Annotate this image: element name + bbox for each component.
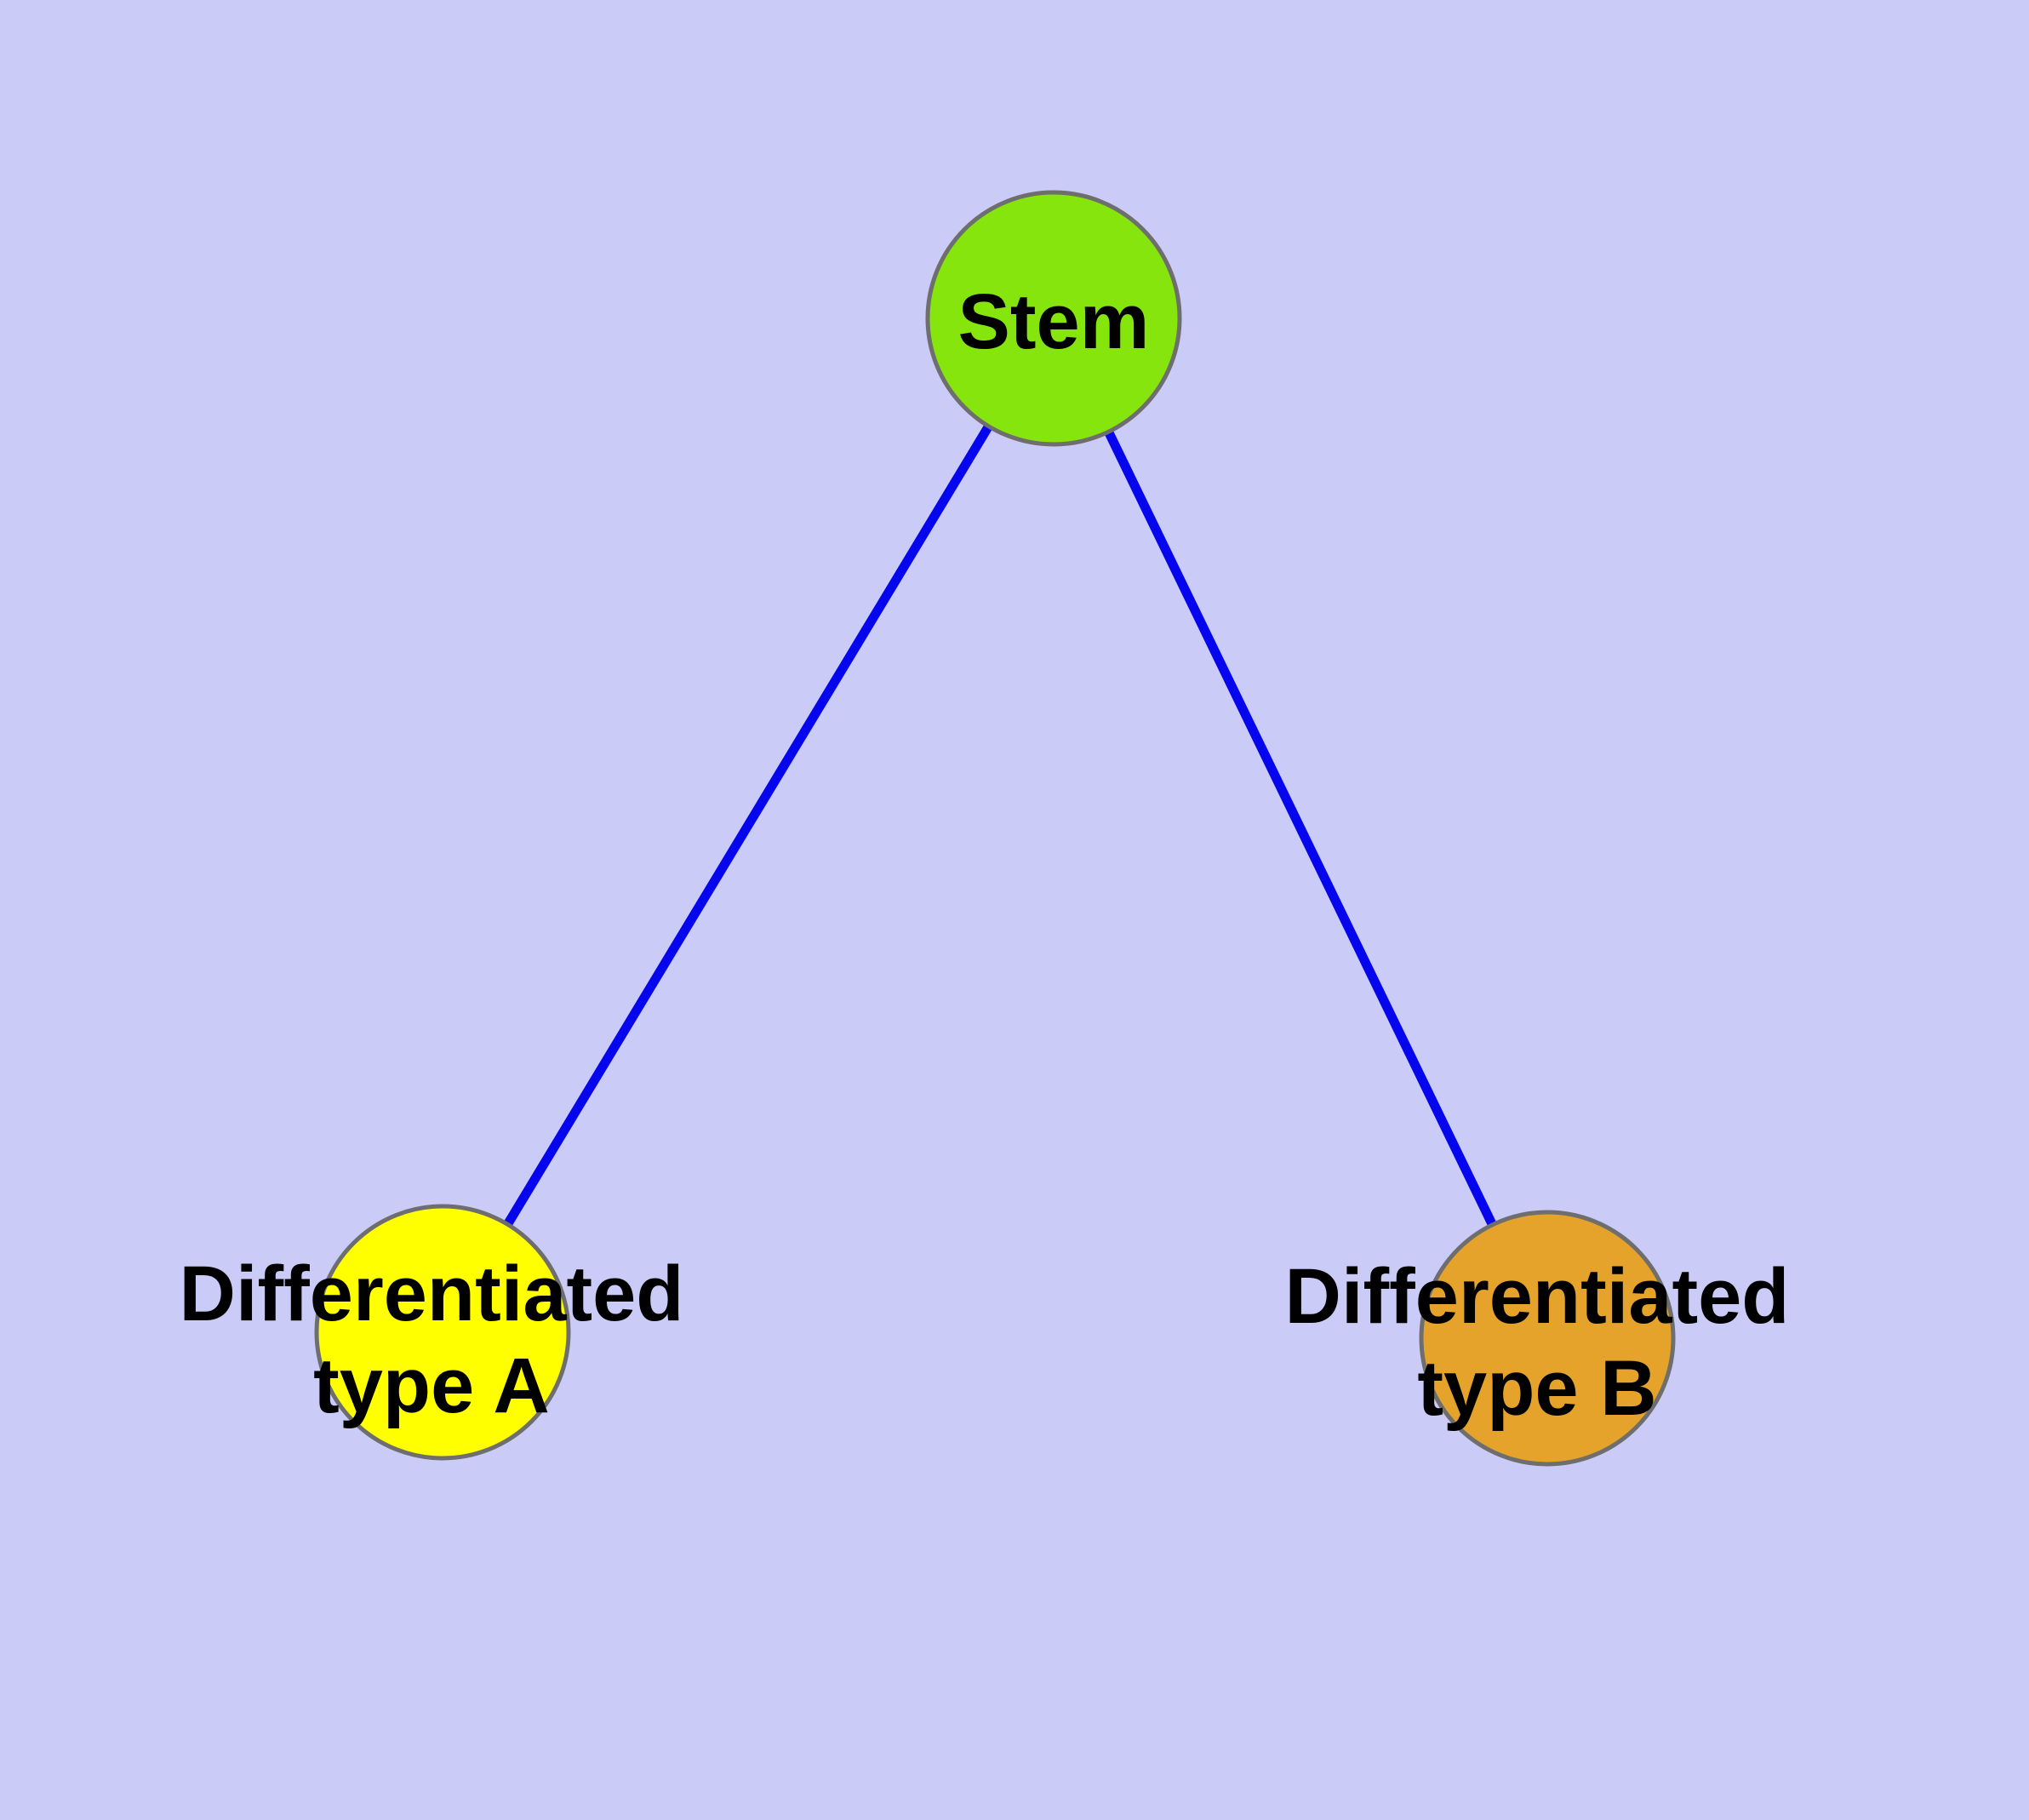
node-stem-circle xyxy=(925,190,1182,447)
node-type-b-circle xyxy=(1419,1210,1676,1467)
edge-stem-to-type-a xyxy=(438,316,1058,1335)
edge-stem-to-type-b xyxy=(1049,316,1552,1341)
node-type-a-circle xyxy=(314,1204,571,1461)
